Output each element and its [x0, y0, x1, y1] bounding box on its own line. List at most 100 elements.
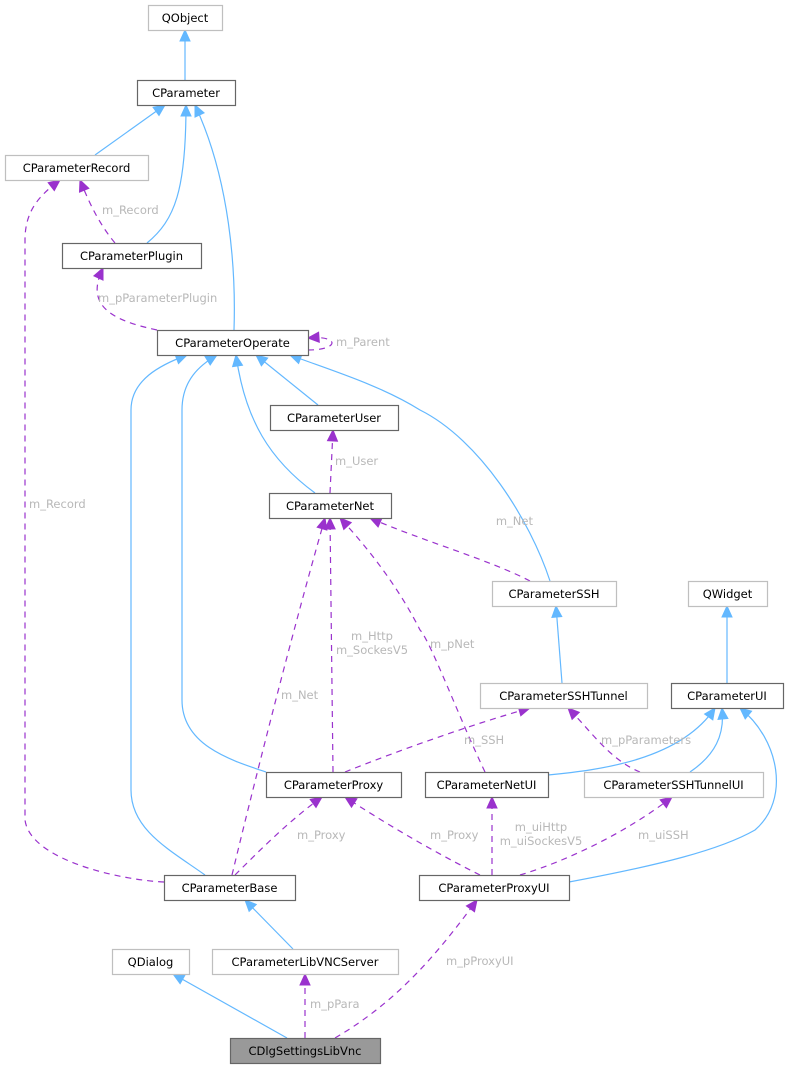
node-c-parameter-user[interactable]: CParameterUser — [269, 404, 400, 432]
class-box — [211, 948, 400, 976]
arrowhead-icon — [92, 266, 104, 281]
edge-label: m_pParameters — [601, 733, 691, 747]
edge-label: m_pParameterPlugin — [98, 291, 217, 305]
arrowhead-icon — [204, 354, 219, 366]
arrowhead-icon — [47, 179, 61, 192]
class-name: CParameterSSH — [508, 587, 599, 601]
edge-c-parameter-proxy-to-c-parameter-operate — [181, 354, 267, 773]
inheritance-edge — [194, 104, 235, 331]
edge-c-parameter-lib-vnc-server-to-c-parameter-base — [244, 899, 294, 950]
class-box — [4, 154, 150, 182]
edge-c-parameter-net-ui-to-c-parameter-net — [339, 517, 486, 773]
arrowhead-icon — [316, 516, 328, 531]
inheritance-edge — [289, 354, 551, 582]
edge-c-parameter-proxy-ui-to-c-parameter-ssh-tunnel-ui — [519, 796, 673, 876]
edge-label: m_Proxy — [297, 828, 346, 842]
node-c-parameter-base[interactable]: CParameterBase — [163, 874, 297, 902]
node-q-widget: QWidget — [687, 580, 769, 608]
edge-c-dlg-settings-lib-vnc-to-q-dialog — [171, 973, 288, 1039]
class-box — [265, 771, 403, 799]
class-name: CParameterUser — [287, 411, 381, 425]
edge-c-dlg-settings-lib-vnc-to-c-parameter-proxy-ui — [334, 899, 478, 1039]
arrowhead-icon — [171, 973, 186, 985]
edge-label: m_User — [335, 454, 378, 468]
class-name: CParameterNetUI — [437, 778, 537, 792]
class-box — [583, 771, 765, 799]
edge-c-parameter-operate-to-c-parameter — [194, 103, 235, 331]
node-c-parameter-net[interactable]: CParameterNet — [268, 492, 393, 520]
edge-c-parameter-net-ui-to-c-parameter-ui — [547, 707, 716, 776]
class-name: QObject — [162, 11, 209, 25]
node-c-parameter-proxy[interactable]: CParameterProxy — [265, 771, 403, 799]
inheritance-edge — [255, 354, 319, 406]
arrowhead-icon — [551, 604, 563, 618]
node-c-parameter-net-ui[interactable]: CParameterNetUI — [424, 771, 550, 799]
edge-label: m_SSH — [464, 733, 504, 747]
node-q-dialog: QDialog — [111, 948, 191, 976]
arrowhead-icon — [309, 796, 323, 809]
node-c-parameter-plugin[interactable]: CParameterPlugin — [61, 242, 203, 270]
class-name: CParameterNet — [286, 499, 375, 513]
class-box — [136, 79, 237, 107]
node-c-parameter-ssh-tunnel-ui: CParameterSSHTunnelUI — [583, 771, 765, 799]
arrowhead-icon — [179, 28, 191, 42]
usage-edge — [339, 517, 486, 773]
class-name: CParameterProxy — [284, 778, 384, 792]
node-c-parameter-ui[interactable]: CParameterUI — [670, 682, 785, 710]
arrowhead-icon — [339, 517, 353, 531]
edge-c-parameter-to-q-object — [179, 28, 191, 80]
inheritance-edge — [235, 354, 316, 494]
node-c-parameter[interactable]: CParameter — [136, 79, 237, 107]
usage-edge — [334, 899, 478, 1039]
class-name: CParameterOperate — [175, 336, 290, 350]
edge-c-parameter-ssh-tunnel-to-c-parameter-ssh — [551, 604, 563, 684]
inheritance-edge — [555, 605, 563, 684]
usage-edge — [24, 179, 165, 883]
inheritance-edge — [172, 973, 288, 1039]
edge-c-parameter-plugin-to-c-parameter-record — [78, 178, 116, 244]
edge-label: m_Record — [102, 203, 159, 217]
node-c-parameter-operate[interactable]: CParameterOperate — [156, 329, 310, 357]
edge-c-parameter-ssh-tunnel-ui-to-c-parameter-ui — [689, 706, 729, 773]
inheritance-edge — [94, 104, 166, 156]
nodes-layer: QObjectCParameterCParameterRecordCParame… — [4, 4, 785, 1065]
arrowhead-icon — [343, 796, 358, 809]
class-name: CParameter — [152, 86, 220, 100]
arrowhead-icon — [368, 517, 383, 528]
class-box — [268, 492, 393, 520]
arrowhead-icon — [703, 707, 716, 721]
class-box — [147, 4, 224, 32]
inheritance-edge — [181, 354, 267, 773]
class-box — [479, 682, 649, 710]
inheritance-edge — [146, 104, 187, 244]
node-c-parameter-proxy-ui[interactable]: CParameterProxyUI — [418, 874, 571, 902]
arrowhead-icon — [255, 354, 269, 367]
edge-label: m_Net — [281, 688, 319, 702]
class-box — [670, 682, 785, 710]
edge-c-parameter-proxy-ui-to-c-parameter-ui — [568, 707, 777, 883]
edge-c-parameter-plugin-to-c-parameter — [146, 103, 192, 244]
usage-edge — [234, 796, 323, 876]
class-box — [163, 874, 297, 902]
class-name: CParameterRecord — [23, 161, 131, 175]
class-box — [61, 242, 203, 270]
edge-c-parameter-proxy-to-c-parameter-net — [324, 516, 336, 773]
node-c-dlg-settings-lib-vnc: CDlgSettingsLibVnc — [229, 1037, 382, 1065]
class-name: CParameterLibVNCServer — [232, 955, 379, 969]
arrowhead-icon — [465, 899, 478, 913]
edge-c-parameter-operate-to-c-parameter-plugin — [92, 266, 158, 331]
class-name: QWidget — [703, 587, 753, 601]
edge-c-dlg-settings-lib-vnc-to-c-parameter-lib-vnc-server — [299, 972, 311, 1038]
edge-c-parameter-net-to-c-parameter-operate — [231, 353, 316, 494]
class-box — [418, 874, 571, 902]
node-q-object: QObject — [147, 4, 224, 32]
arrowhead-icon — [721, 604, 733, 618]
class-name: CParameterProxyUI — [438, 881, 549, 895]
edge-label: m_pPara — [310, 997, 360, 1011]
class-box — [111, 948, 191, 976]
class-box — [687, 580, 769, 608]
edge-label: m_Parent — [336, 335, 390, 349]
edge-label: m_Record — [29, 497, 86, 511]
